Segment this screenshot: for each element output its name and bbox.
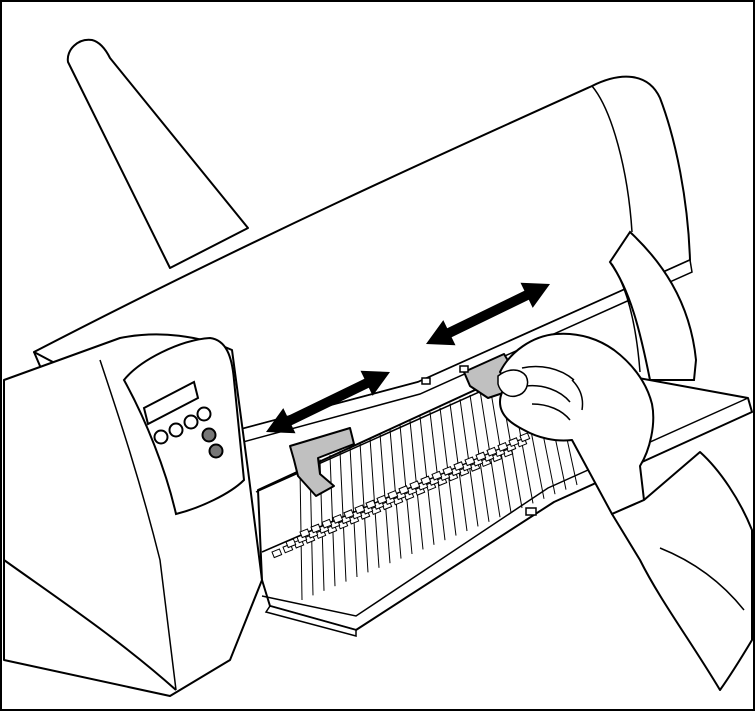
panel-button-2[interactable] xyxy=(168,422,184,438)
sprocket-hole xyxy=(497,441,509,452)
left-tractor-clamp[interactable] xyxy=(289,427,355,497)
sleeve-icon xyxy=(611,451,753,691)
sprocket-hole xyxy=(354,504,366,515)
panel-button-5[interactable] xyxy=(201,427,217,443)
base-side-edge xyxy=(99,359,177,691)
sprocket-hole xyxy=(409,480,421,491)
sprocket-hole xyxy=(398,485,410,496)
sprocket-hole xyxy=(343,509,355,520)
sprocket-hole xyxy=(486,446,498,457)
sprocket-hole xyxy=(519,432,531,443)
guide-line xyxy=(349,446,358,578)
right-housing-curve xyxy=(611,263,641,373)
sprocket-hole xyxy=(321,518,333,529)
panel-button-4[interactable] xyxy=(196,406,212,422)
panel-button-3[interactable] xyxy=(183,414,199,430)
sprocket-hole xyxy=(310,523,322,534)
double-headed-arrow-icon xyxy=(426,282,550,346)
hand-icon xyxy=(499,332,655,515)
right-mark xyxy=(459,365,469,373)
arrow-shape xyxy=(266,370,390,434)
tray-mark xyxy=(525,507,537,516)
sprocket-hole xyxy=(420,475,432,486)
double-headed-arrow-icon xyxy=(266,370,390,434)
panel-button-1[interactable] xyxy=(153,429,169,445)
sprocket-hole xyxy=(431,470,443,481)
sleeve-fold xyxy=(659,547,745,611)
guide-line xyxy=(359,442,369,573)
sprocket-hole xyxy=(442,465,454,476)
tractor-sprockets xyxy=(271,432,531,559)
lcd-display xyxy=(142,380,200,426)
top-cover-crease xyxy=(591,85,633,233)
control-panel xyxy=(122,336,246,516)
guide-line xyxy=(329,455,336,587)
sprocket-hole xyxy=(332,513,344,524)
rear-paper-support xyxy=(66,38,249,269)
arrow-shape xyxy=(426,282,550,346)
sprocket-hole xyxy=(387,489,399,500)
sprocket-hole xyxy=(271,548,283,559)
sprocket-hole xyxy=(285,538,297,549)
guide-line xyxy=(339,450,347,582)
sprocket-hole xyxy=(475,451,487,462)
sprocket-hole xyxy=(453,461,465,472)
sprocket-hole xyxy=(464,456,476,467)
sprocket-hole xyxy=(365,499,377,510)
sprocket-hole xyxy=(299,528,311,539)
paper-tray-lip xyxy=(264,605,357,637)
center-mark xyxy=(421,377,431,385)
sprocket-hole xyxy=(508,437,520,448)
panel-button-6[interactable] xyxy=(208,443,224,459)
hand-finger-lines xyxy=(521,365,584,421)
base-front-edge xyxy=(3,559,177,691)
hand-thumb xyxy=(497,369,529,398)
sprocket-hole xyxy=(376,494,388,505)
